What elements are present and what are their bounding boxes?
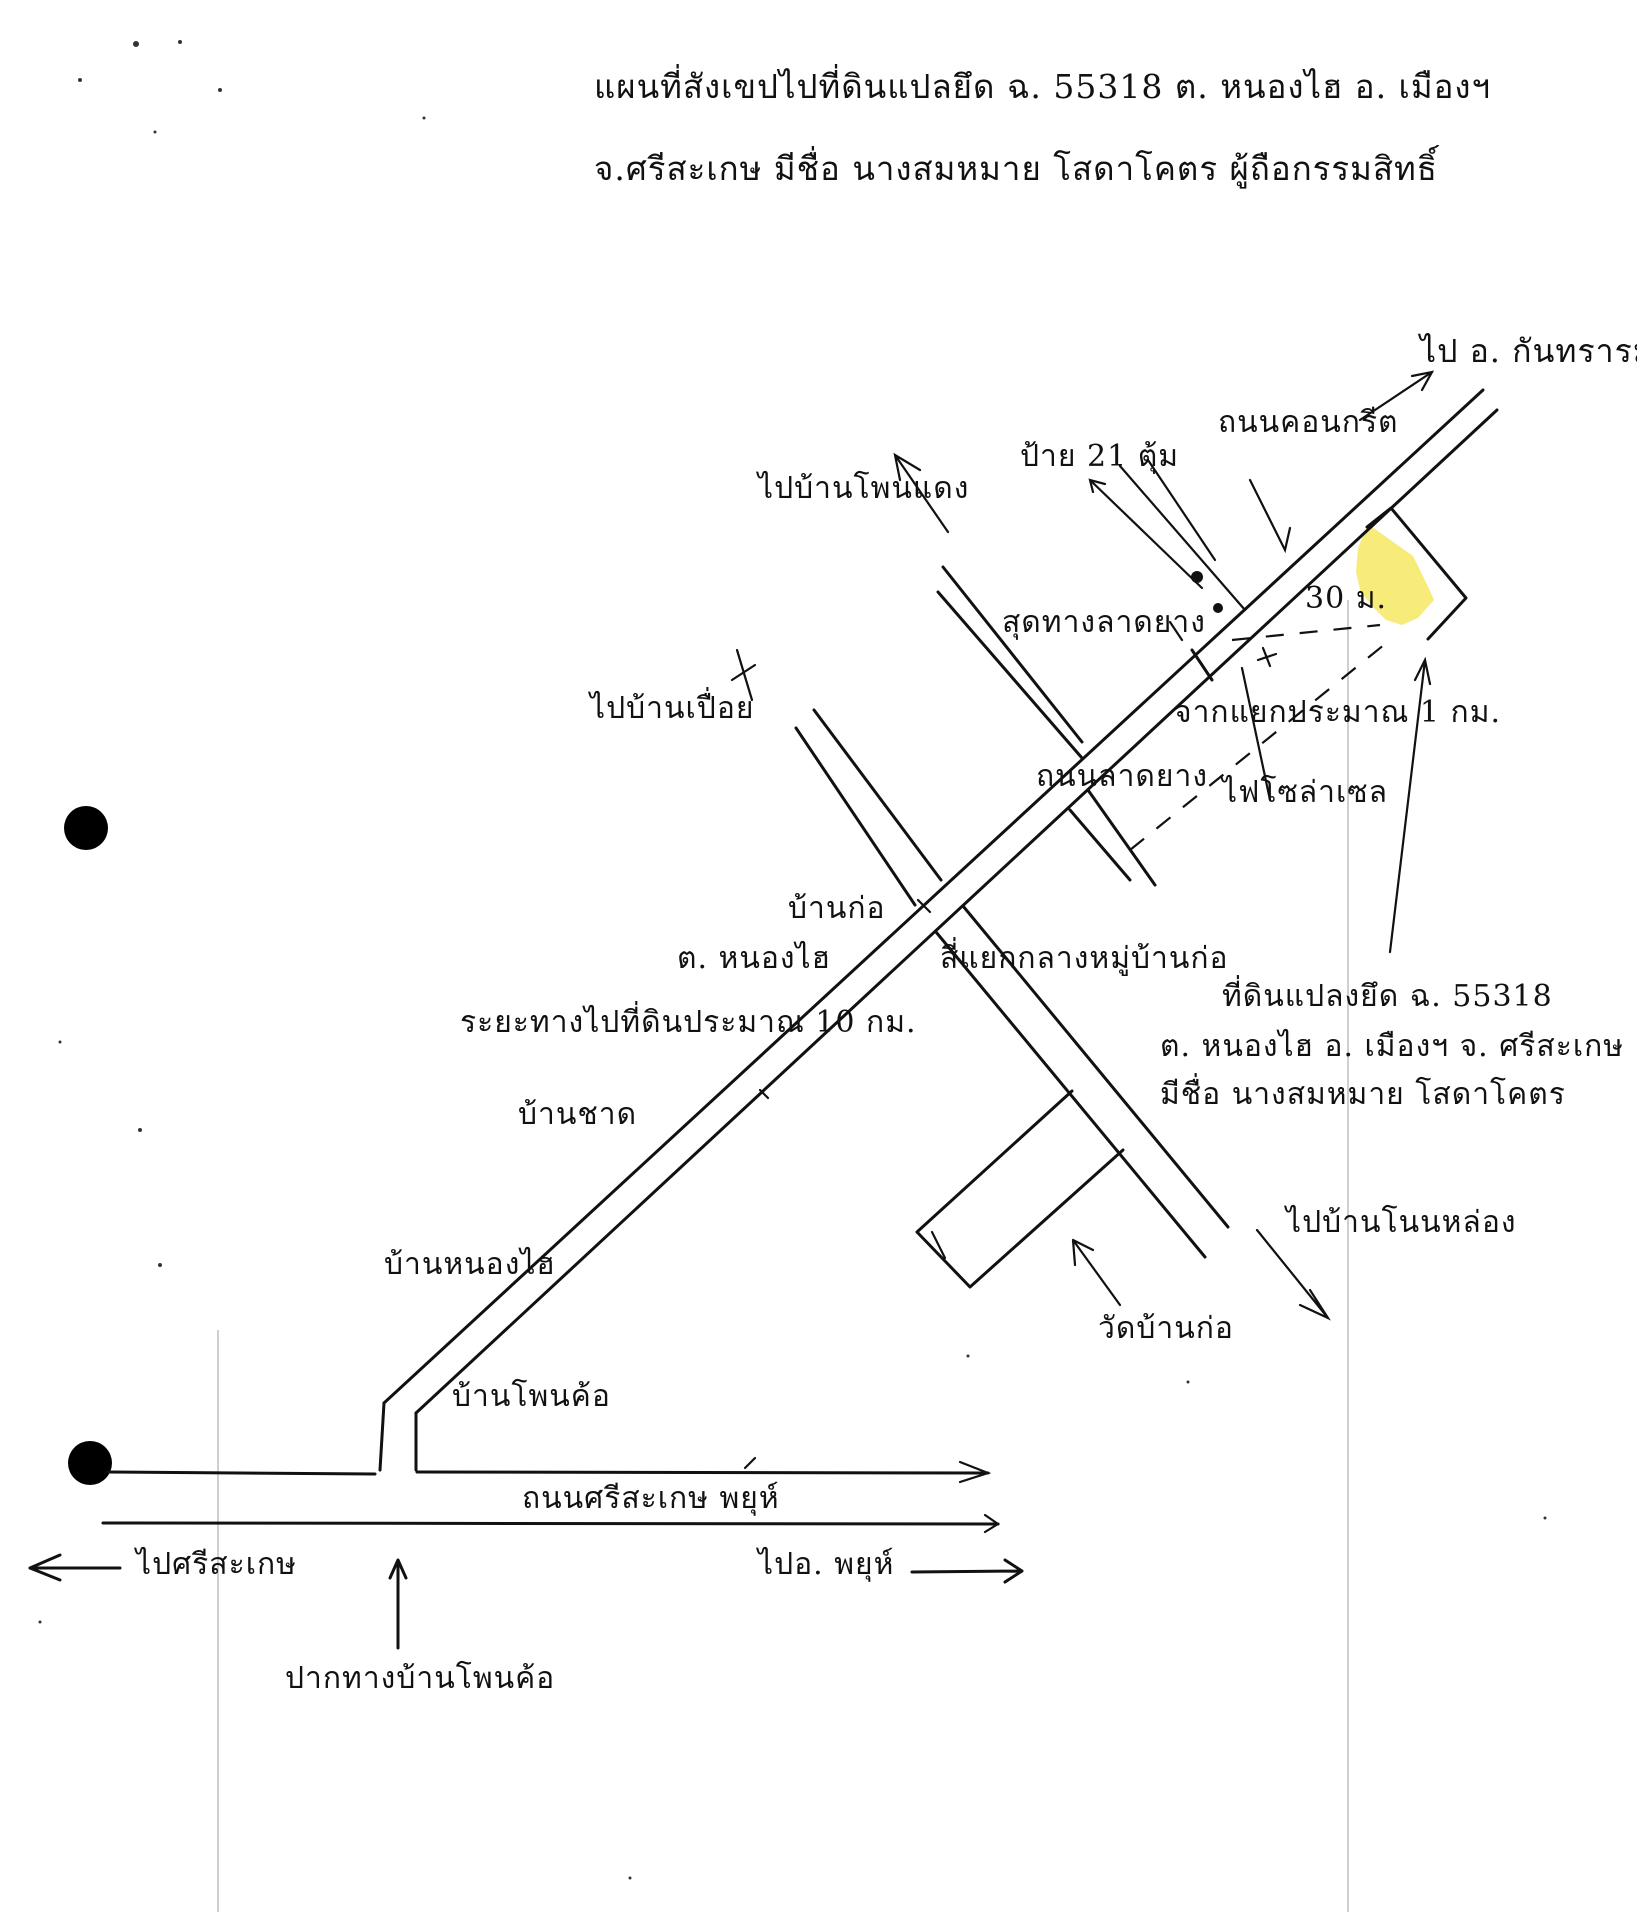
title-line-1: แผนที่สังเขปไปที่ดินแปลยึด ฉ. 55318 ต. ห…: [594, 64, 1491, 106]
label-ban-phon-kho-entrance: ปากทางบ้านโพนค้อ: [285, 1660, 555, 1696]
arrow-concrete-road: [1248, 478, 1292, 554]
label-from-junction-1km: จากแยกประมาณ 1 กม.: [1174, 695, 1501, 730]
paved-branch-road: [1068, 788, 1157, 887]
label-parcel-line3: มีชื่อ นางสมหมาย โสดาโคตร: [1160, 1073, 1566, 1112]
arrow-entrance: [388, 1558, 408, 1650]
arrow-to-ban-non-long: [1255, 1228, 1331, 1321]
punch-hole-bottom: [68, 1441, 112, 1485]
label-sisaket-phayu-road: ถนนศรีสะเกษ พยุห์: [522, 1481, 780, 1517]
label-distance-10km: ระยะทางไปที่ดินประมาณ 10 กม.: [460, 1001, 917, 1040]
highway-left-segment: [106, 1470, 377, 1476]
label-concrete-road: ถนนคอนกรีต: [1218, 405, 1399, 440]
arrow-to-phayu: [910, 1558, 1024, 1584]
seized-land-parcel: [1356, 506, 1468, 641]
label-ban-phon-kho: บ้านโพนค้อ: [452, 1378, 611, 1414]
end-of-paved-road-tick: [1190, 648, 1214, 682]
road-tick: [758, 1088, 770, 1100]
label-paved-road: ถนนลาดยาง: [1036, 759, 1208, 794]
arrow-to-temple: [1071, 1238, 1122, 1307]
temple-road-tick: [930, 1230, 947, 1260]
phon-daeng-road-edge-1: [936, 590, 1084, 760]
sign-pointer-line: [1118, 464, 1247, 612]
main-road-left-edge: [382, 388, 1485, 1405]
road-to-ban-puay: [730, 648, 943, 907]
sign-post-marker-2: [1213, 603, 1223, 613]
arrow-to-ban-puay: [730, 648, 757, 702]
label-to-phayu: ไปอ. พยุห์: [756, 1546, 894, 1583]
phon-daeng-road-edge-2: [941, 565, 1084, 744]
label-tambon-nong-hai: ต. หนองไฮ: [677, 940, 831, 976]
highway-tick: [743, 1456, 757, 1470]
distance-marker: [1256, 646, 1278, 668]
arrow-sign-21: [1088, 478, 1204, 590]
distance-30m-dashed: [1231, 623, 1381, 642]
label-ban-nong-hai: บ้านหนองไฮ: [384, 1246, 556, 1282]
label-to-ban-phon-daeng: ไปบ้านโพนแดง: [756, 470, 969, 506]
sign-post-marker: [1191, 571, 1203, 583]
arrow-to-kanthararom: [1358, 370, 1435, 422]
solar-light-pointer: [1240, 666, 1272, 802]
highway-lower-line: [101, 1521, 1000, 1526]
label-parcel-line2: ต. หนองไฮ อ. เมืองฯ จ. ศรีสะเกษ: [1160, 1028, 1624, 1064]
highway-lower-arrow: [983, 1513, 1001, 1534]
scan-specks: [38, 40, 1547, 1880]
road-to-ban-phon-daeng: [893, 452, 1157, 887]
label-to-sisaket: ไปศรีสะเกษ: [134, 1546, 297, 1582]
label-ban-kor: บ้านก่อ: [788, 891, 886, 926]
temple-access-road: [915, 1089, 1125, 1307]
end-of-paved-arrow: [1168, 620, 1184, 642]
label-distance-30m: 30 ม.: [1305, 581, 1387, 616]
label-end-of-paved-road: สุดทางลาดยาง: [1002, 605, 1206, 641]
highway-right-segment: [415, 1470, 990, 1475]
label-crossroad-center: สี่แยกกลางหมู่บ้านก่อ: [940, 937, 1229, 976]
punch-hole-top: [64, 806, 108, 850]
crossroad-tick: [916, 898, 932, 914]
arrow-to-sisaket: [28, 1553, 122, 1582]
puay-road-edge-2: [812, 708, 943, 882]
label-to-kanthararom: ไป อ. กันทรารมย์: [1417, 332, 1637, 370]
highway-arrow: [958, 1460, 992, 1484]
arrow-to-parcel: [1388, 656, 1432, 954]
distance-dashed-line: [1129, 639, 1391, 851]
puay-road-edge-1: [794, 726, 917, 907]
main-road: [378, 388, 1499, 1472]
label-to-ban-puay: ไปบ้านเปื่อย: [588, 687, 754, 726]
label-wat-ban-kor: วัดบ้านก่อ: [1098, 1311, 1234, 1346]
label-ban-chat: บ้านชาด: [518, 1097, 637, 1132]
arrow-to-ban-phon-daeng: [893, 452, 950, 534]
road-mouth-left: [378, 1401, 386, 1472]
title-line-2: จ.ศรีสะเกษ มีชื่อ นางสมหมาย โสดาโคตร ผู้…: [594, 145, 1440, 189]
label-parcel-line1: ที่ดินแปลงยึด ฉ. 55318: [1222, 975, 1553, 1014]
label-to-ban-non-long: ไปบ้านโนนหล่อง: [1284, 1204, 1516, 1240]
label-solar-cell-light: ไฟโซล่าเซล: [1220, 774, 1388, 810]
temple-road-outline: [915, 1089, 1125, 1289]
road-to-ban-non-long: [934, 904, 1331, 1321]
main-road-right-edge: [414, 408, 1499, 1415]
sisaket-phayu-highway: [101, 1456, 1001, 1534]
label-sign-21: ป้าย 21 ตุ้ม: [1020, 439, 1179, 475]
parcel-highlight: [1356, 524, 1434, 625]
non-long-road-edge-2: [961, 904, 1230, 1229]
sign-pointer-line-2: [1146, 458, 1217, 562]
non-long-road-edge-1: [934, 930, 1207, 1259]
